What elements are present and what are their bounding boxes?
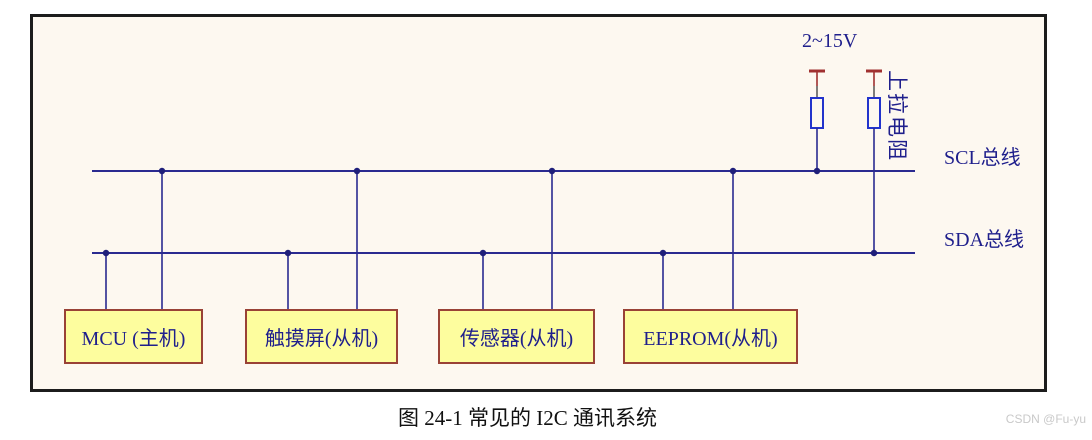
voltage-label: 2~15V — [802, 30, 858, 52]
node-eeprom-slave: EEPROM(从机) — [623, 309, 798, 364]
junction-dot — [813, 167, 821, 175]
sda-junction-dots — [102, 249, 878, 257]
junction-dot — [479, 249, 487, 257]
junction-dot — [284, 249, 292, 257]
scl-junction-dots — [158, 167, 821, 175]
node-sensor-slave: 传感器(从机) — [438, 309, 595, 364]
scl-bus-label: SCL总线 — [944, 147, 1021, 169]
figure-caption: 图 24-1 常见的 I2C 通讯系统 — [398, 406, 657, 430]
circuit-wires-layer — [92, 69, 915, 309]
junction-dot — [102, 249, 110, 257]
resistor-body-icon — [810, 97, 824, 129]
junction-dot — [548, 167, 556, 175]
junction-dot — [158, 167, 166, 175]
pullup-resistor-sda — [866, 69, 882, 253]
device-wires — [105, 171, 734, 309]
junction-dot — [353, 167, 361, 175]
node-mcu-master: MCU (主机) — [64, 309, 203, 364]
junction-dot — [729, 167, 737, 175]
node-touchscreen-slave: 触摸屏(从机) — [245, 309, 398, 364]
sda-bus-label: SDA总线 — [944, 229, 1025, 251]
pullup-resistor-label: 上拉电阻 — [885, 70, 909, 162]
resistor-body-icon — [867, 97, 881, 129]
watermark: CSDN @Fu-yu — [1005, 412, 1086, 426]
pullup-resistor-scl — [809, 69, 825, 171]
junction-dot — [659, 249, 667, 257]
junction-dot — [870, 249, 878, 257]
